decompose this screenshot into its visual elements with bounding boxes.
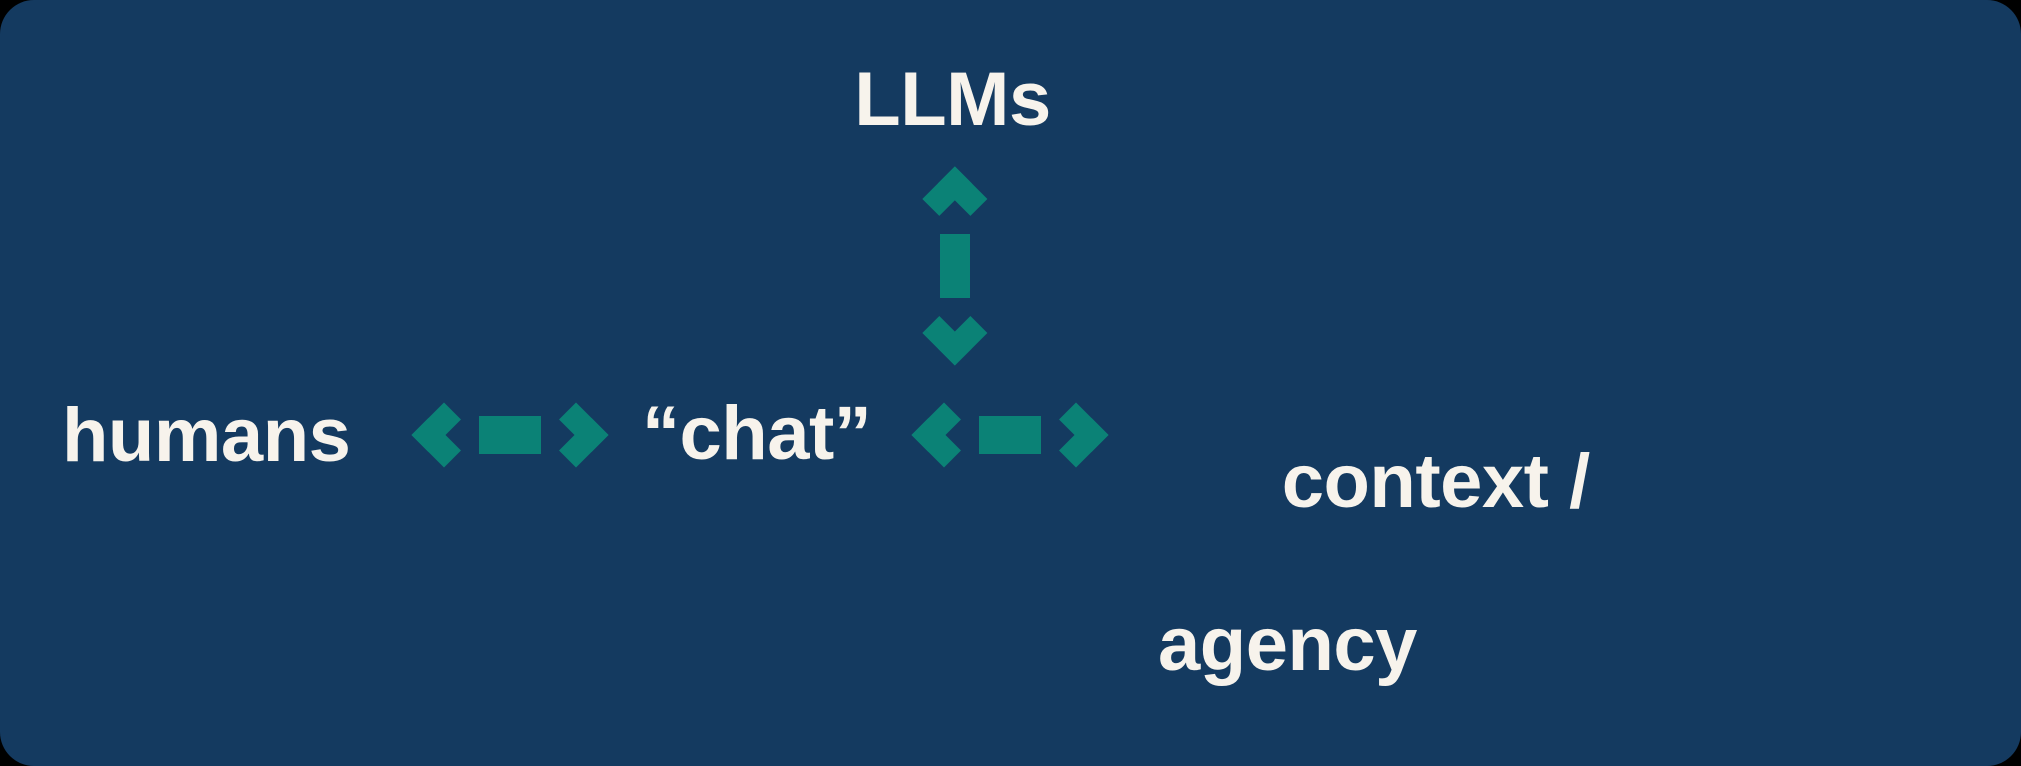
connector-chat-context [911,390,1109,480]
node-llms: LLMs [854,57,1051,142]
chevron-right-icon [543,402,609,468]
chevron-left-icon [911,402,977,468]
chevron-right-icon [1043,402,1109,468]
chevron-left-icon [411,402,477,468]
chevron-up-icon [922,166,988,232]
connector-bar-vertical [940,233,970,299]
node-humans: humans [62,393,351,478]
connector-llms-chat [910,166,1000,366]
node-context-agency-line1: context / [1281,439,1591,525]
connector-bar-horizontal [979,416,1041,454]
node-chat: “chat” [642,391,872,476]
connector-bar-horizontal [479,416,541,454]
connector-humans-chat [411,390,609,480]
node-context-agency: context / agency [1158,360,1590,766]
chevron-down-icon [922,300,988,366]
node-context-agency-line2: agency [1158,601,1417,687]
